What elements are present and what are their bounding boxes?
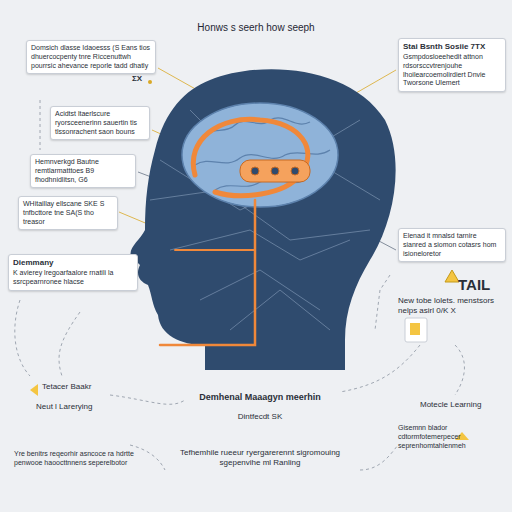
callout-box: Hemnverkgd Bautne remtlarmatttoes B9 fho… bbox=[30, 154, 136, 188]
box-text: Elenad it mnalsd tarnire sianred a siomo… bbox=[403, 232, 501, 258]
callout-box: Domsich dlasse Idaoesss (S Eans tios dhu… bbox=[26, 40, 156, 74]
orange-nodes bbox=[240, 160, 310, 182]
annotation-label: TAIL bbox=[458, 276, 503, 295]
box-text: Hemnverkgd Bautne remtlarmatttoes B9 fho… bbox=[35, 158, 131, 184]
head-silhouette bbox=[131, 69, 396, 370]
box-text: Domsich dlasse Idaoesss (S Eans tios dhu… bbox=[31, 44, 151, 70]
box-text: Acidtst ltaerlscure ryorsceenerinn sauer… bbox=[55, 110, 145, 136]
annotation-label: Motecle Learning bbox=[420, 400, 508, 410]
annotation-label: Tetacer Baakr bbox=[42, 382, 122, 392]
orange-loop bbox=[160, 119, 308, 345]
annotation-label: Demhenal Maaagyn meerhin bbox=[170, 392, 350, 403]
box-text: Gsmpdosloeehedit attnon rdsorsccvtrenjou… bbox=[403, 53, 501, 88]
callout-box: DiemmanyK avierey lregoarfaalore rnatili… bbox=[8, 254, 138, 291]
annotation-label: Gisemnn blador cdtormfotemerpecer sepren… bbox=[398, 424, 506, 450]
callout-box: Acidtst ltaerlscure ryorsceenerinn sauer… bbox=[50, 106, 150, 140]
callout-box: Stai Bsnth Sosiie 7TXGsmpdosloeehedit at… bbox=[398, 38, 506, 92]
box-text: K avierey lregoarfaalore rnatili la ssrc… bbox=[13, 269, 133, 287]
box-heading: Stai Bsnth Sosiie 7TX bbox=[403, 42, 501, 52]
callout-box: WHitaillay ellscane SKE S tnfbcttore tne… bbox=[18, 196, 118, 230]
annotation-label: Yre benitrs reqeorhir asncoce ra hdrtte … bbox=[14, 450, 136, 468]
annotation-label: Neut l Larerying bbox=[36, 402, 126, 412]
annotation-label: Dintfecdt SK bbox=[200, 412, 320, 422]
box-text: WHitaillay ellscane SKE S tnfbcttore tne… bbox=[23, 200, 113, 226]
diagram-title: Honws s seerh how seeph bbox=[0, 22, 512, 33]
brain bbox=[182, 103, 338, 207]
annotation-label: ΣX bbox=[132, 74, 162, 84]
callout-box: Elenad it mnalsd tarnire sianred a siomo… bbox=[398, 228, 506, 262]
annotation-label: Tefhemhile rueeur ryergarerennt sigromou… bbox=[160, 448, 360, 468]
annotation-label: New tobe lolets. menstsors nelps asirl 0… bbox=[398, 296, 508, 316]
box-heading: Diemmany bbox=[13, 258, 133, 268]
